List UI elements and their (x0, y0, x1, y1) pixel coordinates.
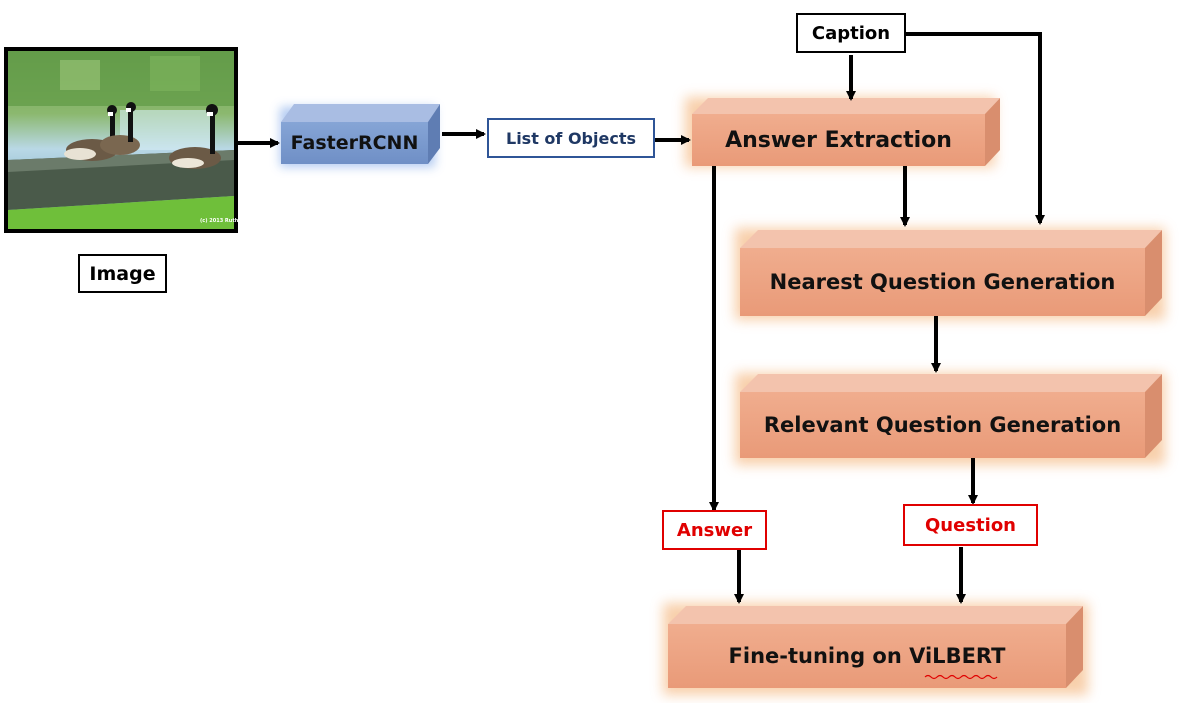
goose-figure (169, 104, 221, 169)
detector-label: FasterRCNN (290, 132, 419, 154)
image-label: Image (78, 254, 167, 293)
photo-credit: (c) 2013 RuthdH (200, 218, 246, 224)
answer-extraction-block (685, 97, 1000, 167)
objects-label: List of Objects (487, 118, 655, 158)
arrows (238, 32, 1045, 604)
answer-label: Answer (662, 510, 767, 550)
arrow-caption-to-nearest (906, 32, 1045, 225)
finetune-block (663, 603, 1088, 695)
spellcheck-squiggle (924, 674, 998, 680)
relevant-qg-label: Relevant Question Generation (763, 413, 1122, 437)
nearest-qg-label: Nearest Question Generation (769, 270, 1116, 294)
question-label: Question (903, 504, 1038, 546)
answer-extraction-label: Answer Extraction (725, 127, 952, 153)
finetune-label: Fine-tuning on ViLBERT (728, 644, 1006, 668)
input-photo: (c) 2013 RuthdH (4, 47, 246, 233)
detector-block (280, 104, 440, 167)
relevant-qg-block (735, 373, 1165, 465)
goose-figure (100, 102, 140, 155)
nearest-qg-block (735, 228, 1165, 320)
caption-label: Caption (796, 13, 906, 53)
